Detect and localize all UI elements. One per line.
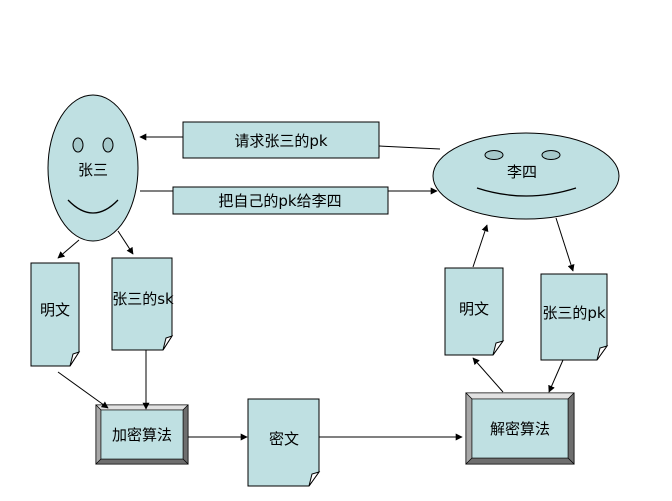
zhangsan-pk-label: 张三的pk xyxy=(542,304,606,322)
encrypt-label: 加密算法 xyxy=(112,426,172,444)
zhangsan-pk-document: 张三的pk xyxy=(540,273,609,361)
send-pk-label: 把自己的pk给李四 xyxy=(218,192,341,210)
lisi-left-eye xyxy=(484,150,504,160)
zhangsan-right-eye xyxy=(102,137,114,153)
plaintext-right-label: 明文 xyxy=(459,300,489,318)
request-pk-box: 请求张三的pk xyxy=(182,121,380,159)
send-pk-box: 把自己的pk给李四 xyxy=(172,186,389,215)
decrypt-to-plaintext-arrow xyxy=(472,357,504,393)
pk-to-decrypt-arrow xyxy=(548,359,564,393)
ciphertext-document: 密文 xyxy=(247,398,321,487)
decrypt-algorithm-box: 解密算法 xyxy=(465,392,575,465)
request-pk-label: 请求张三的pk xyxy=(234,132,328,150)
plaintext-left-document: 明文 xyxy=(30,262,81,367)
plaintext-to-encrypt-arrow xyxy=(57,371,109,409)
plaintext-right-document: 明文 xyxy=(444,267,505,356)
lisi-label: 李四 xyxy=(507,163,537,181)
plaintext-left-label: 明文 xyxy=(40,301,70,319)
decrypt-label: 解密算法 xyxy=(490,420,550,438)
zhangsan-face: 张三 xyxy=(47,94,139,242)
lisi-smile xyxy=(476,187,577,197)
zhangsan-sk-label: 张三的sk xyxy=(112,290,174,308)
encrypt-algorithm-box: 加密算法 xyxy=(95,404,189,465)
plaintext-to-lisi-arrow xyxy=(472,224,489,268)
lisi-right-eye xyxy=(541,150,561,160)
request-to-lisi-line xyxy=(378,145,441,150)
zhangsan-sk-document: 张三的sk xyxy=(111,257,174,351)
zhangsan-smile xyxy=(67,199,119,214)
lisi-to-pk-arrow xyxy=(555,217,575,272)
zhangsan-label: 张三 xyxy=(78,161,108,179)
zhangsan-to-sk-arrow xyxy=(117,230,134,255)
zhangsan-left-eye xyxy=(72,137,84,153)
connectors xyxy=(57,133,575,441)
ciphertext-label: 密文 xyxy=(269,430,299,448)
zhangsan-to-plaintext-arrow xyxy=(57,239,80,259)
lisi-face: 李四 xyxy=(432,132,620,220)
